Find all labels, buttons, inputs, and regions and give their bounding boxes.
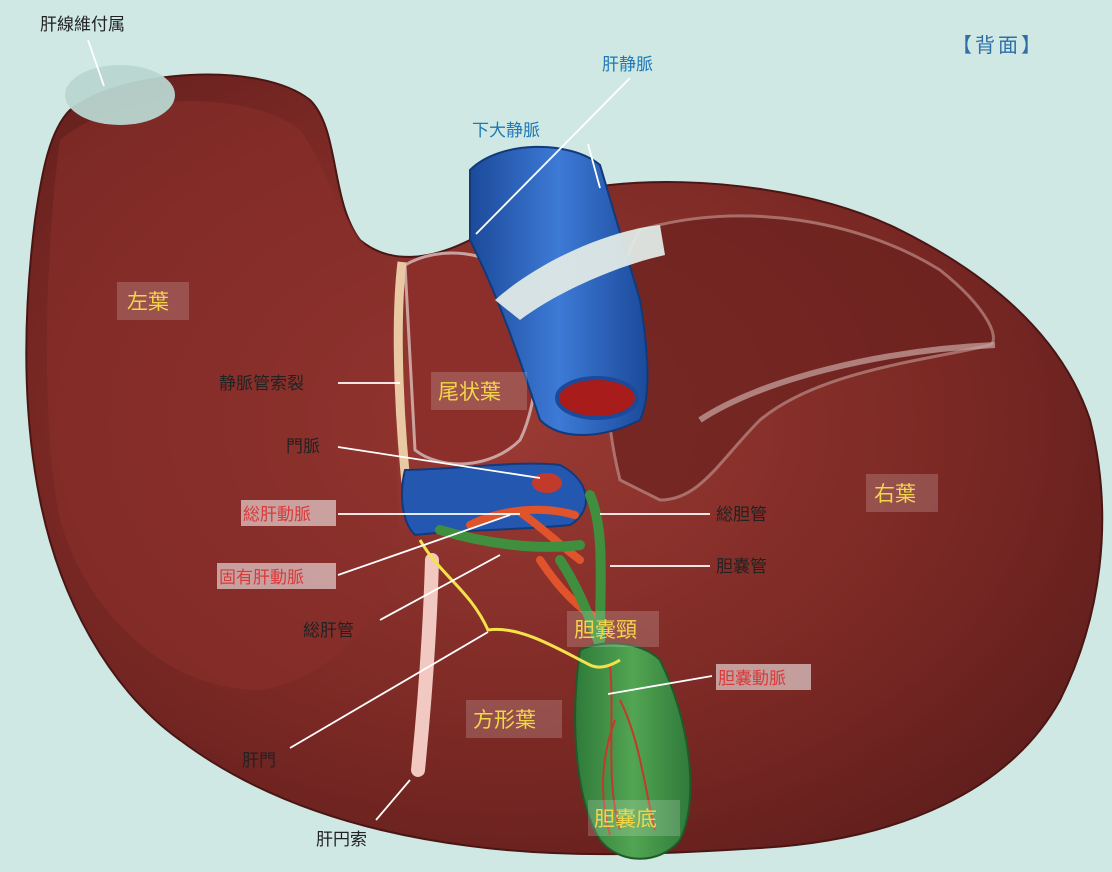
label-quadrate-lobe: 方形葉: [473, 708, 536, 732]
label-gb-neck: 胆嚢頸: [574, 618, 637, 642]
appendix-fibrosa-shape: [65, 65, 175, 125]
label-left-lobe: 左葉: [127, 290, 169, 314]
label-hepatic-veins: 肝静脈: [602, 55, 653, 75]
label-common-bile-duct: 総胆管: [716, 505, 767, 525]
label-common-hepatic-duct: 総肝管: [303, 621, 354, 641]
portal-vein-lumen: [532, 473, 562, 493]
view-title: 【背面】: [952, 33, 1044, 57]
label-round-ligament: 肝円索: [316, 830, 367, 850]
label-cystic-artery: 胆嚢動脈: [718, 669, 786, 689]
label-gb-fundus: 胆嚢底: [594, 807, 657, 831]
label-caudate-lobe: 尾状葉: [438, 380, 501, 404]
portal-vein-shape: [402, 464, 586, 535]
label-porta-hepatis: 肝門: [242, 751, 276, 771]
label-appendix-fibrosa: 肝線維付属: [40, 15, 125, 35]
label-portal-vein: 門脈: [286, 437, 320, 457]
label-ivc: 下大静脈: [472, 121, 540, 141]
label-right-lobe: 右葉: [874, 482, 916, 506]
label-cystic-duct: 胆嚢管: [716, 557, 767, 577]
label-proper-hepatic-artery: 固有肝動脈: [219, 568, 304, 588]
ivc-lumen: [557, 378, 637, 418]
label-fissure: 静脈管索裂: [219, 374, 304, 394]
label-common-hepatic-artery: 総肝動脈: [243, 505, 311, 525]
